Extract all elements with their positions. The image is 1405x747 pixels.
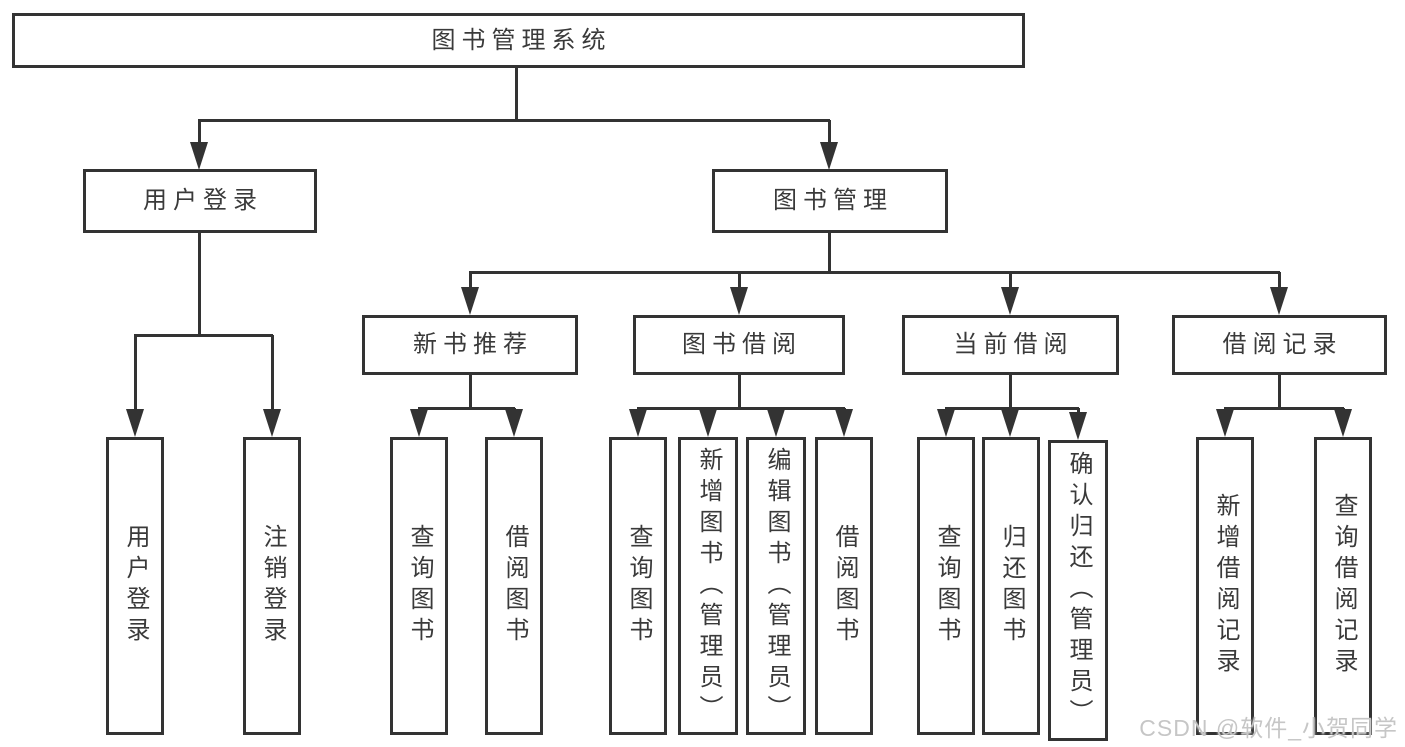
arrowhead-down-icon: [629, 409, 647, 437]
arrowhead-down-icon: [1216, 409, 1234, 437]
leaf-br-query-record-label: 查询借阅记录: [1330, 493, 1357, 679]
connector-stem: [1009, 375, 1012, 408]
connector-bar: [469, 271, 1280, 274]
connector-stem: [515, 68, 518, 120]
connector-stem: [469, 375, 472, 408]
node-borrow-records: 借阅记录: [1172, 315, 1387, 375]
leaf-bb-query-books-label: 查询图书: [625, 524, 652, 648]
arrowhead-down-icon: [937, 409, 955, 437]
connector-drop: [1278, 272, 1281, 289]
connector-drop: [1009, 272, 1012, 289]
leaf-nbr-query-books: 查询图书: [390, 437, 448, 735]
connector-drop: [271, 335, 274, 411]
connector-stem: [828, 232, 831, 272]
csdn-watermark: CSDN @软件_小贺同学: [1139, 715, 1398, 741]
leaf-br-add-record: 新增借阅记录: [1196, 437, 1254, 735]
connector-drop: [134, 335, 137, 411]
connector-bar: [637, 407, 845, 410]
node-borrow-records-label: 借阅记录: [1222, 331, 1343, 358]
arrowhead-down-icon: [190, 142, 208, 170]
leaf-nbr-borrow-books: 借阅图书: [485, 437, 543, 735]
node-current-borrow-label: 当前借阅: [953, 331, 1074, 358]
arrowhead-down-icon: [126, 409, 144, 437]
leaf-cb-return-books: 归还图书: [982, 437, 1040, 735]
connector-stem: [198, 232, 201, 335]
leaf-bb-query-books: 查询图书: [609, 437, 667, 735]
connector-bar: [418, 407, 515, 410]
arrowhead-down-icon: [1001, 287, 1019, 315]
leaf-bb-borrow-books: 借阅图书: [815, 437, 873, 735]
connector-bar: [198, 119, 830, 122]
connector-stem: [1278, 375, 1281, 408]
connector-drop: [469, 272, 472, 289]
node-book-borrow: 图书借阅: [633, 315, 845, 375]
leaf-cb-confirm-return-admin: 确认归还（管理员）: [1048, 440, 1108, 741]
arrowhead-down-icon: [1270, 287, 1288, 315]
arrowhead-down-icon: [410, 409, 428, 437]
node-book-borrow-label: 图书借阅: [682, 331, 802, 358]
arrowhead-down-icon: [820, 142, 838, 170]
leaf-user-login: 用户登录: [106, 437, 164, 735]
node-book-management: 图书管理: [712, 169, 948, 233]
leaf-user-login-label: 用户登录: [122, 524, 149, 648]
arrowhead-down-icon: [730, 287, 748, 315]
leaf-bb-edit-books-admin: 编辑图书（管理员）: [746, 437, 806, 735]
leaf-br-add-record-label: 新增借阅记录: [1212, 493, 1239, 679]
connector-bar: [945, 407, 1079, 410]
leaf-bb-add-books-admin: 新增图书（管理员）: [678, 437, 738, 735]
connector-drop: [828, 120, 831, 144]
connector-drop: [1077, 408, 1080, 414]
node-root-label: 图书管理系统: [431, 26, 612, 54]
arrowhead-down-icon: [1001, 409, 1019, 437]
leaf-bb-add-books-admin-label: 新增图书（管理员）: [695, 446, 722, 726]
node-root: 图书管理系统: [12, 13, 1025, 68]
arrowhead-down-icon: [767, 409, 785, 437]
leaf-nbr-query-books-label: 查询图书: [406, 524, 433, 648]
connector-bar: [1224, 407, 1344, 410]
arrowhead-down-icon: [263, 409, 281, 437]
leaf-logout: 注销登录: [243, 437, 301, 735]
leaf-cb-query-books: 查询图书: [917, 437, 975, 735]
leaf-cb-confirm-return-admin-label: 确认归还（管理员）: [1065, 451, 1092, 730]
leaf-logout-label: 注销登录: [259, 524, 286, 648]
arrowhead-down-icon: [835, 409, 853, 437]
node-new-book-recommend: 新书推荐: [362, 315, 578, 375]
connector-bar: [134, 334, 273, 337]
arrowhead-down-icon: [1334, 409, 1352, 437]
arrowhead-down-icon: [461, 287, 479, 315]
node-user-login-label: 用户登录: [143, 187, 263, 214]
arrowhead-down-icon: [505, 409, 523, 437]
node-current-borrow: 当前借阅: [902, 315, 1119, 375]
node-book-management-label: 图书管理: [773, 187, 893, 214]
leaf-nbr-borrow-books-label: 借阅图书: [501, 524, 528, 648]
leaf-bb-borrow-books-label: 借阅图书: [831, 524, 858, 648]
leaf-cb-return-books-label: 归还图书: [998, 524, 1025, 648]
leaf-cb-query-books-label: 查询图书: [933, 524, 960, 648]
leaf-br-query-record: 查询借阅记录: [1314, 437, 1372, 735]
node-user-login: 用户登录: [83, 169, 317, 233]
node-new-book-recommend-label: 新书推荐: [413, 331, 533, 358]
connector-stem: [738, 375, 741, 408]
connector-drop: [198, 120, 201, 144]
leaf-bb-edit-books-admin-label: 编辑图书（管理员）: [763, 446, 790, 726]
arrowhead-down-icon: [1069, 412, 1087, 440]
connector-drop: [738, 272, 741, 289]
arrowhead-down-icon: [699, 409, 717, 437]
